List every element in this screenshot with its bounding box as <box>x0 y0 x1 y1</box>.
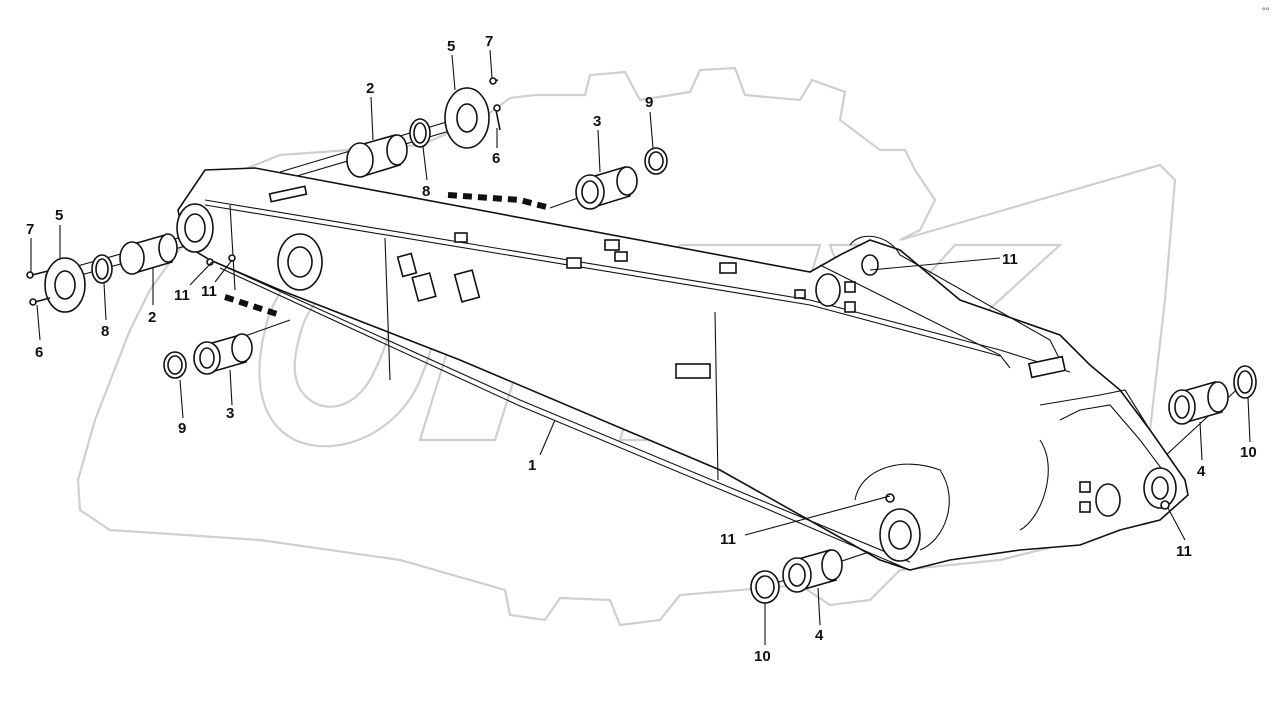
callout-5-top: 5 <box>447 38 455 55</box>
callout-11-right: 11 <box>1176 543 1192 560</box>
callout-6-top: 6 <box>492 150 500 167</box>
callout-7-left: 7 <box>26 221 34 238</box>
assembly-path-left <box>224 294 281 318</box>
callout-2-left: 2 <box>148 309 156 326</box>
callout-8-left: 8 <box>101 323 109 340</box>
assembly-path-top <box>447 192 551 211</box>
callout-11-left-b: 11 <box>201 283 217 300</box>
callout-3-top: 3 <box>593 113 601 130</box>
parts <box>26 77 1257 604</box>
callout-6-left: 6 <box>35 344 43 361</box>
boom-body <box>176 167 1189 571</box>
callout-11-top-right: 11 <box>1002 251 1018 268</box>
leader-lines <box>30 49 1251 645</box>
callout-11-left-a: 11 <box>174 287 190 304</box>
callout-10-bottom: 10 <box>754 648 771 665</box>
callout-4-right: 4 <box>1197 463 1206 480</box>
callout-5-left: 5 <box>55 207 63 224</box>
callout-4-bottom: 4 <box>815 627 824 644</box>
callout-9-left: 9 <box>178 420 186 437</box>
corner-mark: °° <box>1262 6 1270 16</box>
callout-7-top: 7 <box>485 33 493 50</box>
callout-labels: 1 2 2 3 3 4 4 5 5 6 6 7 7 8 8 9 9 10 10 … <box>26 6 1270 665</box>
callout-11-bottom: 11 <box>720 531 736 548</box>
callout-10-right: 10 <box>1240 444 1257 461</box>
callout-3-left: 3 <box>226 405 234 422</box>
callout-1: 1 <box>528 457 536 474</box>
gear-watermark-icon <box>76 66 1177 627</box>
callout-9-top: 9 <box>645 94 653 111</box>
callout-2-top: 2 <box>366 80 374 97</box>
callout-8-top: 8 <box>422 183 430 200</box>
